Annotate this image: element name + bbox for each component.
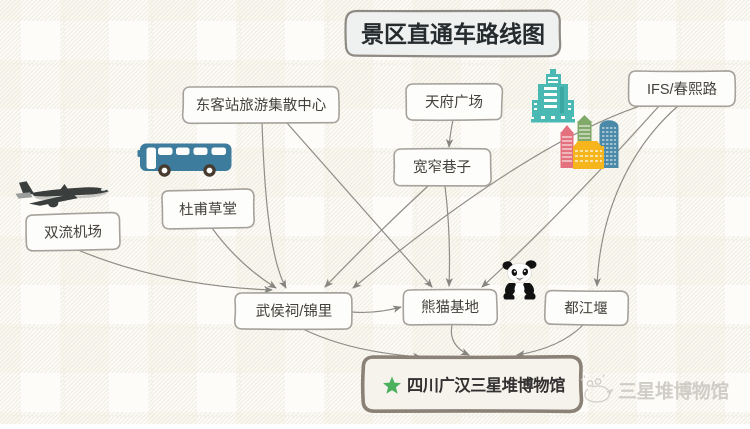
svg-text:IFS/春熙路: IFS/春熙路 [647, 81, 718, 98]
svg-text:杜甫草堂: 杜甫草堂 [179, 200, 237, 218]
svg-text:东客站旅游集散中心: 东客站旅游集散中心 [196, 97, 327, 114]
svg-text:武侯祠/锦里: 武侯祠/锦里 [256, 303, 333, 320]
svg-text:都江堰: 都江堰 [564, 300, 608, 318]
svg-text:三星堆博物馆: 三星堆博物馆 [618, 380, 729, 402]
svg-text:双流机场: 双流机场 [44, 223, 102, 242]
svg-text:熊猫基地: 熊猫基地 [421, 299, 479, 316]
svg-text:四川广汉三星堆博物馆: 四川广汉三星堆博物馆 [407, 376, 565, 395]
svg-text:天府广场: 天府广场 [425, 94, 483, 111]
svg-text:景区直通车路线图: 景区直通车路线图 [361, 21, 545, 47]
svg-text:宽窄巷子: 宽窄巷子 [413, 158, 471, 176]
